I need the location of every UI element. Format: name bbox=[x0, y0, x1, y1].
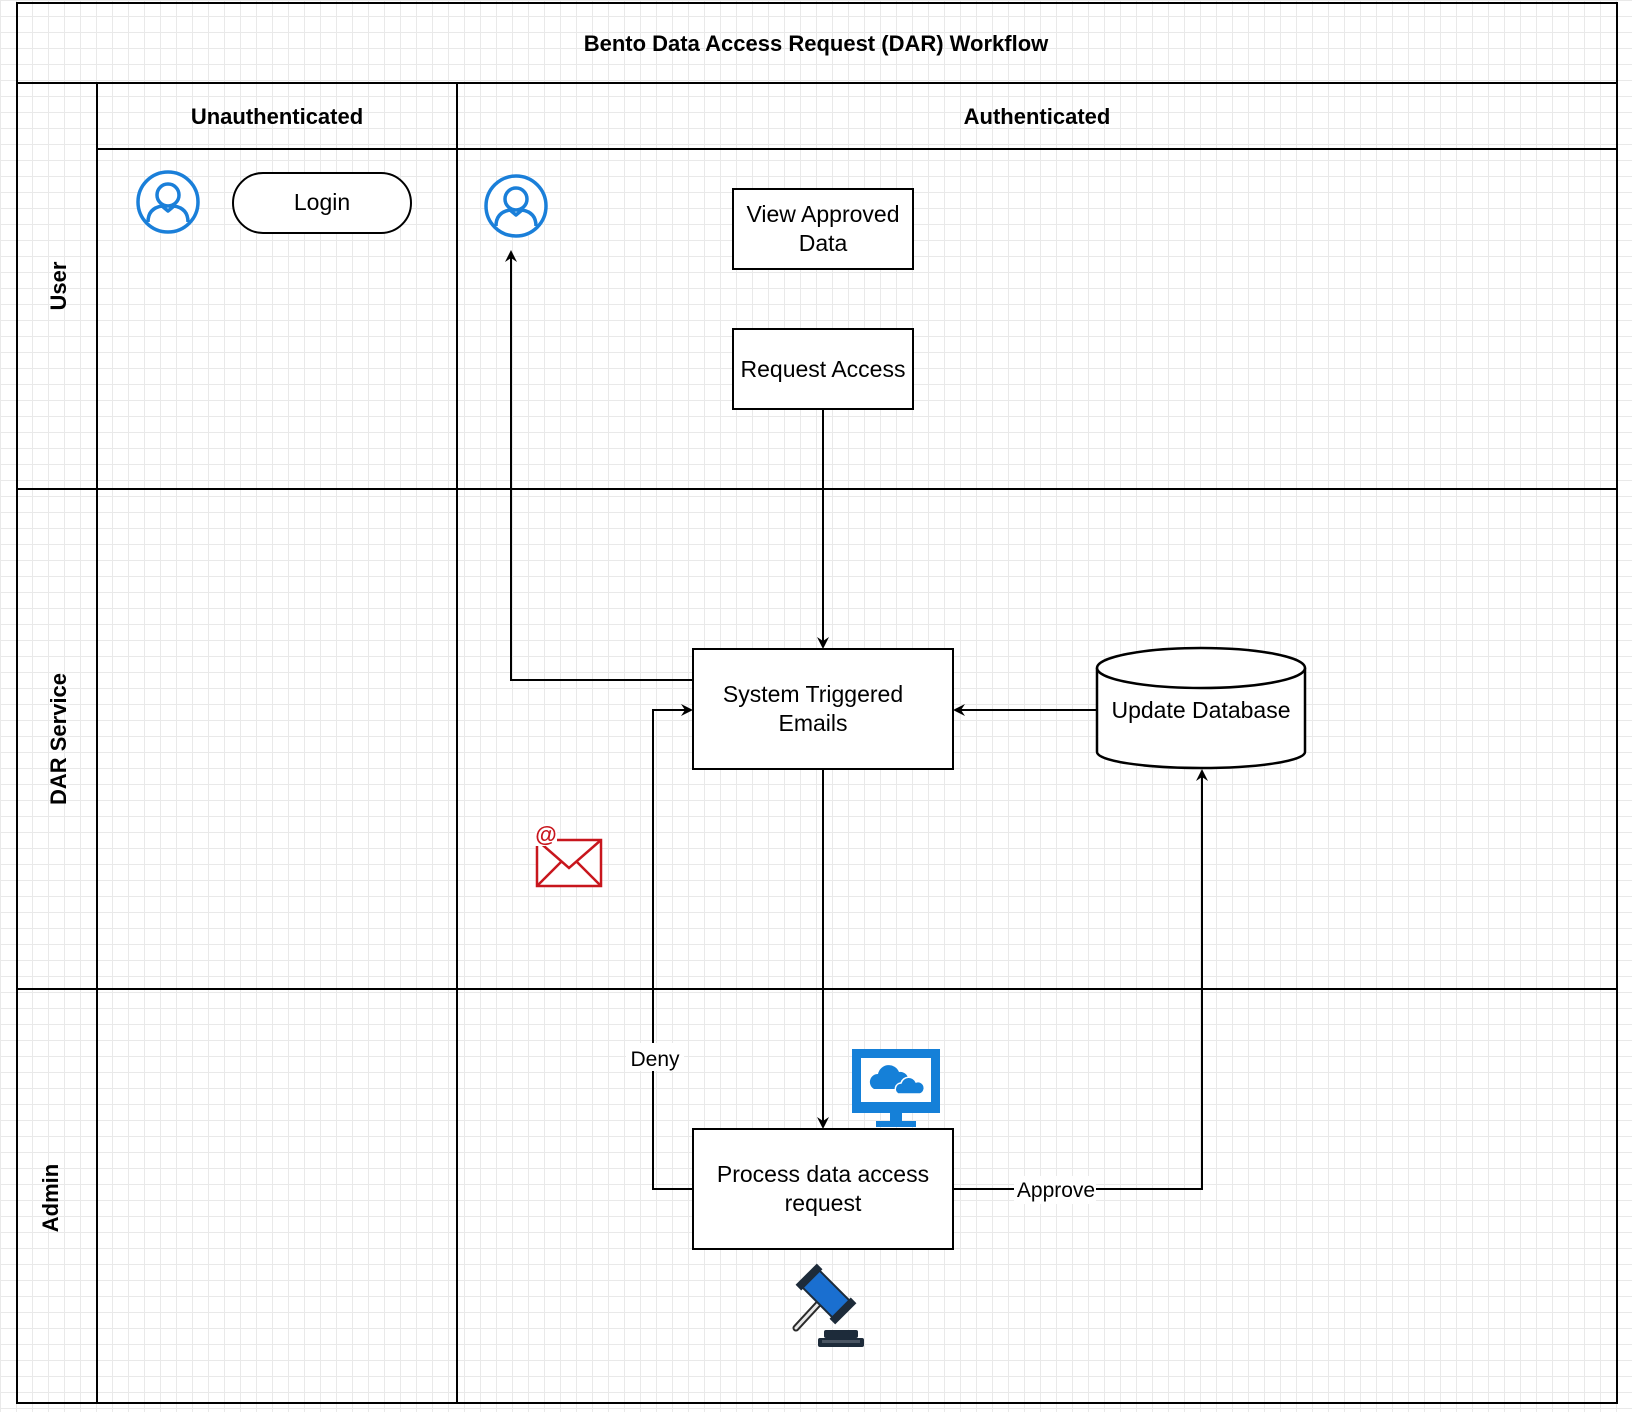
edge-emails-to-user bbox=[505, 250, 693, 681]
user-circle-icon bbox=[136, 170, 200, 234]
column-header-authenticated: Authenticated bbox=[964, 104, 1111, 129]
edge-approve bbox=[953, 769, 1208, 1190]
process-request-label-line1: Process data access bbox=[717, 1161, 929, 1187]
request-access-node[interactable]: Request Access bbox=[732, 328, 914, 410]
svg-text:@: @ bbox=[535, 822, 556, 847]
diagram-title: Bento Data Access Request (DAR) Workflow bbox=[584, 31, 1049, 56]
approve-label-bg bbox=[1014, 1176, 1096, 1204]
lane-label-admin: Admin bbox=[38, 1164, 63, 1232]
pool-frame bbox=[16, 2, 1618, 1404]
process-request-node[interactable]: Process data access request bbox=[692, 1128, 954, 1250]
deny-label-bg bbox=[626, 1043, 684, 1071]
approve-label: Approve bbox=[1017, 1179, 1095, 1202]
gavel-icon bbox=[792, 1263, 864, 1347]
column-header-unauthenticated: Unauthenticated bbox=[191, 104, 363, 129]
request-access-label: Request Access bbox=[741, 356, 906, 382]
edge-deny bbox=[652, 704, 693, 1190]
system-emails-label-line1: System Triggered bbox=[723, 681, 903, 707]
view-approved-data-node[interactable]: View Approved Data bbox=[732, 188, 914, 270]
login-label: Login bbox=[294, 189, 350, 215]
monitor-cloud-icon bbox=[852, 1049, 940, 1127]
update-database-label: Update Database bbox=[1111, 697, 1290, 723]
lane-label-dar-service: DAR Service bbox=[46, 673, 71, 805]
login-button[interactable]: Login bbox=[232, 172, 412, 234]
view-approved-label-line2: Data bbox=[799, 230, 848, 256]
system-triggered-emails-node[interactable]: System Triggered Emails bbox=[692, 648, 954, 770]
email-at-icon: @ bbox=[535, 822, 603, 888]
lane-label-user: User bbox=[46, 261, 71, 310]
view-approved-label-line1: View Approved bbox=[746, 201, 899, 227]
update-database-node[interactable]: Update Database bbox=[1095, 646, 1307, 770]
user-circle-icon bbox=[484, 174, 548, 238]
system-emails-label-line2: Emails bbox=[778, 710, 847, 736]
process-request-label-line2: request bbox=[785, 1190, 862, 1216]
deny-label: Deny bbox=[630, 1048, 680, 1071]
